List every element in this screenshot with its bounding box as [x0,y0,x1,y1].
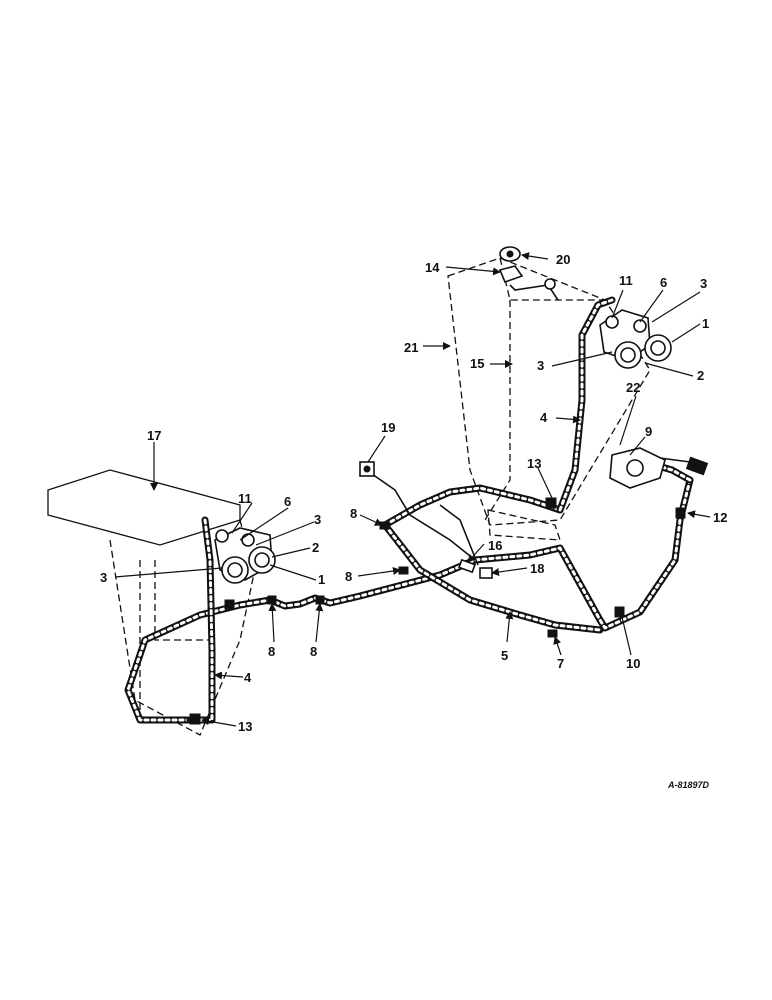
callout-20: 20 [556,252,570,267]
callout-18: 18 [530,561,544,576]
callout-13-right: 13 [527,456,541,471]
callout-13-left: 13 [238,719,252,734]
callout-8-c: 8 [268,644,275,659]
callout-15: 15 [470,356,484,371]
callout-1-left: 1 [318,572,325,587]
callout-7: 7 [557,656,564,671]
right-lamp-assembly [599,309,672,369]
callout-2-left: 2 [312,540,319,555]
leaders [114,252,711,727]
callout-21: 21 [404,340,418,355]
drawing-number: A-81897D [667,780,710,790]
callout-3-right-bottom: 3 [537,358,544,373]
callout-3-left-top: 3 [314,512,321,527]
clips [189,497,686,725]
right-harness-4 [556,296,616,514]
callout-11-left: 11 [238,491,252,506]
callout-5: 5 [501,648,508,663]
callout-3-left-bottom: 3 [100,570,107,585]
callout-10: 10 [626,656,640,671]
switch-assembly-9 [609,447,709,489]
callout-4-left: 4 [244,670,252,685]
wire-to-connector-19 [371,473,479,566]
callout-2-right: 2 [697,368,704,383]
callout-19: 19 [381,420,395,435]
callout-22: 22 [626,380,640,395]
callout-8-b: 8 [345,569,352,584]
callout-8-a: 8 [350,506,357,521]
connector-19 [359,461,375,477]
callout-14: 14 [425,260,440,275]
callout-8-d: 8 [310,644,317,659]
callout-11-right: 11 [619,273,633,288]
callout-4-right: 4 [540,410,548,425]
callout-1-right: 1 [702,316,709,331]
callout-6-left: 6 [284,494,291,509]
callout-labels: 20 14 11 6 3 1 21 15 3 2 22 4 9 19 13 12… [100,252,727,790]
callout-9: 9 [645,424,652,439]
callout-3-right-top: 3 [700,276,707,291]
connector-18 [479,567,493,579]
branch-harness-upper [381,484,564,529]
left-lamp-assembly [214,527,276,584]
callout-12: 12 [713,510,727,525]
part-14-20 [498,246,556,290]
wire-15 [509,284,559,301]
callout-16: 16 [488,538,502,553]
callout-17: 17 [147,428,161,443]
branch-harness-5-lower [381,521,604,634]
callout-6-right: 6 [660,275,667,290]
